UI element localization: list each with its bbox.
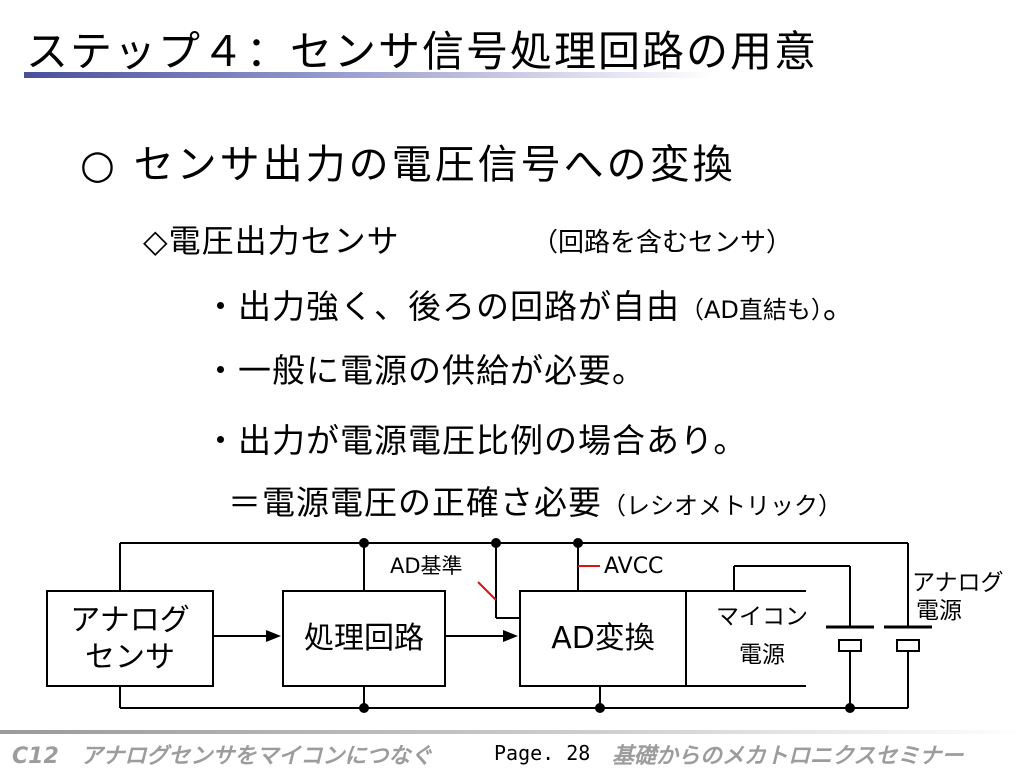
processing-block: [282, 590, 446, 687]
footer-seminar-name: 基礎からのメカトロニクスセミナー: [612, 744, 964, 769]
main-heading: ○ センサ出力の電圧信号への変換: [80, 142, 736, 188]
junction-dot: [573, 538, 583, 548]
analog-battery-cell: [896, 639, 920, 652]
ad-ref-leader: [477, 581, 497, 601]
sensor-block: [46, 590, 214, 687]
bullet-accuracy: ＝電源電圧の正確さ必要（レシオメトリック）: [228, 483, 842, 522]
subheading: ◇電圧出力センサ: [143, 222, 400, 260]
junction-dot: [359, 538, 369, 548]
sensor-label-2: センサ: [85, 640, 175, 675]
bullet-output-strong: ・出力強く、後ろの回路が自由（AD直結も）。: [204, 287, 857, 326]
junction-dot: [491, 538, 501, 548]
sensor-label-1: アナログ: [70, 603, 189, 638]
arrowhead-2: [503, 630, 518, 642]
analog-power-label-2: 電源: [916, 598, 962, 624]
bullet-power-supply: ・一般に電源の供給が必要。: [204, 351, 646, 390]
junction-dot: [845, 703, 855, 713]
footer-course-title: C12 アナログセンサをマイコンにつなぐ: [12, 744, 433, 769]
analog-power-label-1: アナログ: [912, 570, 1004, 596]
mcu-power-label-1: マイコン: [716, 604, 808, 630]
junction-dot: [595, 703, 605, 713]
avcc-label: AVCC: [604, 554, 663, 579]
mcu-power-label-2: 電源: [739, 642, 785, 668]
ad-ref-label: AD基準: [390, 554, 463, 578]
adc-label: AD変換: [551, 621, 655, 656]
footer-rule: [0, 730, 1024, 734]
title-underline: [24, 72, 714, 78]
adc-block: [519, 590, 687, 687]
bullet-ratiometric: ・出力が電源電圧比例の場合あり。: [204, 421, 748, 460]
subheading-note: （回路を含むセンサ）: [532, 228, 793, 258]
mcu-battery-cell: [838, 639, 862, 652]
slide-title: ステップ４：センサ信号処理回路の用意: [26, 27, 819, 76]
processing-label: 処理回路: [304, 621, 424, 656]
footer-page-number: Page. 28: [494, 741, 591, 765]
junction-dot: [359, 703, 369, 713]
arrowhead-1: [266, 630, 281, 642]
circuit-diagram: アナログ センサ 処理回路 AD変換 マイコン 電源 AD基準 AVCC アナロ…: [46, 538, 1004, 713]
